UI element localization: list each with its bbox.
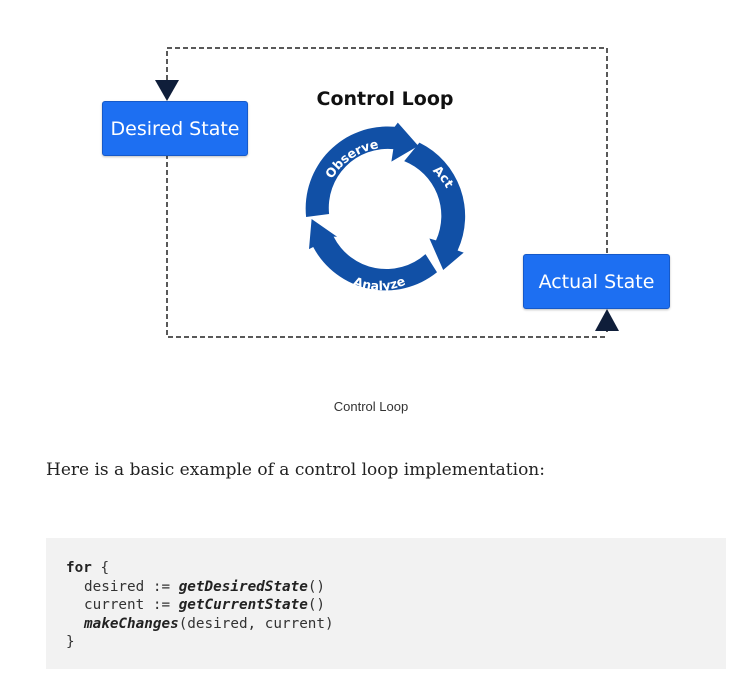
control-loop-diagram: Observe Act Analyze Control Loop Desired… — [102, 47, 670, 338]
code-line-5: } — [66, 633, 706, 652]
code-fn-get-current-state: getCurrentState — [178, 597, 308, 614]
code-line-3: current := getCurrentState() — [66, 596, 706, 615]
code-line-4: makeChanges(desired, current) — [66, 615, 706, 634]
cycle-arrow-observe — [305, 122, 419, 217]
code-line-2: desired := getDesiredState() — [66, 578, 706, 597]
code-assign-op: := — [152, 597, 171, 614]
code-open-brace: { — [100, 560, 110, 576]
code-close-brace: } — [66, 634, 75, 651]
desired-state-box: Desired State — [102, 101, 248, 156]
code-block: for {desired := getDesiredState()current… — [46, 538, 726, 669]
step-label-analyze: Analyze — [351, 273, 407, 293]
feedback-path-lower — [166, 154, 607, 338]
actual-state-box: Actual State — [523, 254, 670, 309]
code-line-1: for { — [66, 559, 706, 578]
code-var-current: current — [84, 597, 145, 614]
control-loop-title: Control Loop — [316, 88, 454, 110]
cycle-arrows-icon — [305, 122, 466, 291]
arrow-down-icon — [155, 80, 179, 101]
figure-caption: Control Loop — [333, 399, 409, 414]
code-var-desired: desired — [84, 578, 145, 595]
code-fn-make-changes: makeChanges — [84, 615, 179, 632]
arrow-up-icon — [595, 309, 619, 331]
code-fn-get-desired-state: getDesiredState — [178, 578, 308, 595]
body-paragraph: Here is a basic example of a control loo… — [46, 460, 545, 480]
code-keyword-for: for — [66, 560, 92, 576]
svg-text:Analyze: Analyze — [351, 273, 407, 293]
cycle-arrow-act — [404, 142, 466, 270]
code-assign-op: := — [152, 578, 171, 595]
feedback-path — [166, 47, 608, 332]
code-call-parens: () — [307, 597, 326, 614]
cycle-arrow-analyze — [309, 219, 437, 291]
code-call-parens: () — [307, 578, 326, 595]
code-make-changes-args: (desired, current) — [178, 615, 334, 632]
diagram-canvas: Observe Act Analyze — [155, 47, 619, 338]
